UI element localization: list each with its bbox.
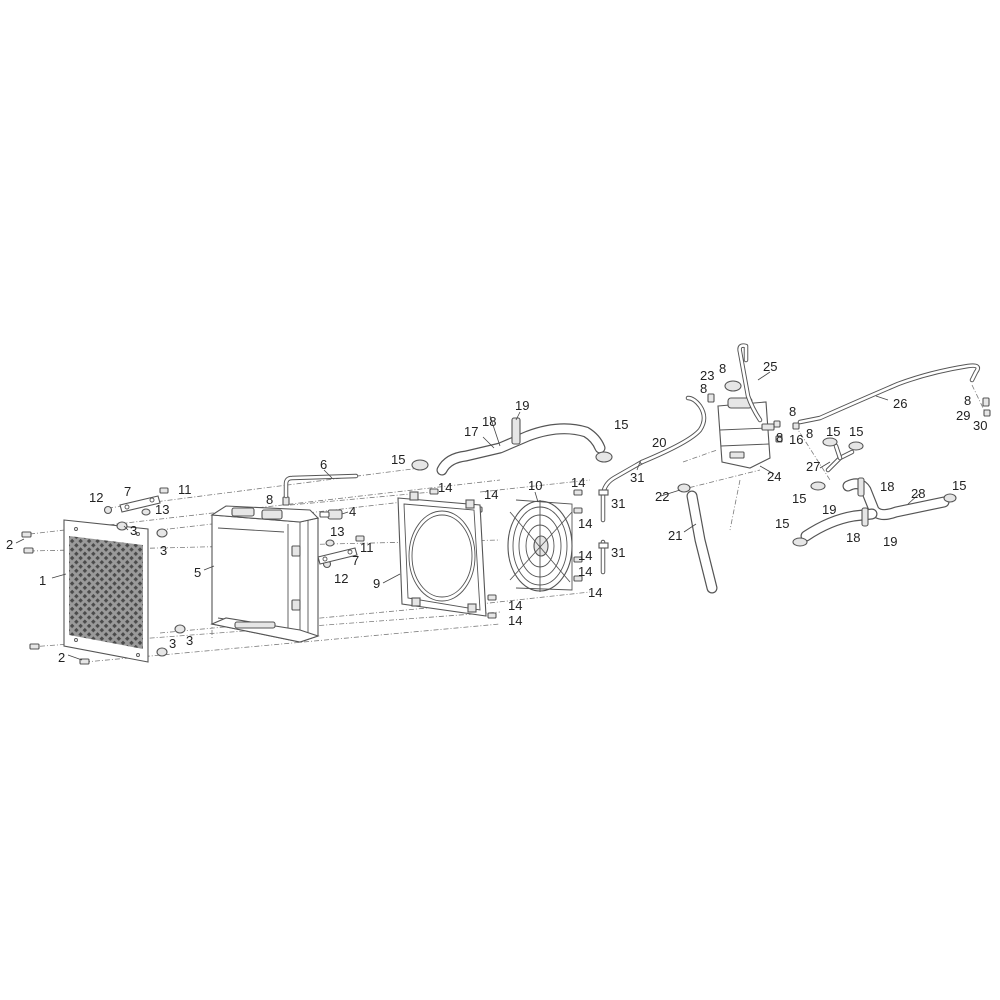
t-connector-27	[810, 437, 864, 491]
callout-11: 11	[360, 540, 374, 555]
callout-8: 8	[266, 492, 273, 507]
callout-24: 24	[767, 469, 781, 484]
callout-25: 25	[763, 359, 777, 374]
callout-14: 14	[571, 475, 585, 490]
callout-8: 8	[806, 426, 813, 441]
callout-7: 7	[352, 553, 359, 568]
callout-3: 3	[160, 543, 167, 558]
callout-15: 15	[775, 516, 789, 531]
callout-1: 1	[39, 573, 46, 588]
callout-5: 5	[194, 565, 201, 580]
callout-6: 6	[320, 457, 327, 472]
callout-14: 14	[508, 613, 522, 628]
callout-15: 15	[849, 424, 863, 439]
callout-15: 15	[614, 417, 628, 432]
callout-31: 31	[630, 470, 644, 485]
leader-lines	[15, 371, 920, 661]
fasteners	[21, 393, 991, 665]
small-hoses-31	[598, 459, 645, 575]
callout-31: 31	[611, 496, 625, 511]
lower-radiator-hoses	[792, 477, 957, 547]
upper-radiator-hose	[411, 417, 613, 476]
callout-19: 19	[822, 502, 836, 517]
overflow-hose-20	[639, 395, 707, 465]
callout-14: 14	[484, 487, 498, 502]
callout-29: 29	[956, 408, 970, 423]
callout-23: 23	[700, 368, 714, 383]
callout-13: 13	[330, 524, 344, 539]
cooling-fan-part	[507, 499, 573, 592]
callout-20: 20	[652, 435, 666, 450]
callout-14: 14	[508, 598, 522, 613]
callout-14: 14	[588, 585, 602, 600]
callout-19: 19	[515, 398, 529, 413]
callout-19: 19	[883, 534, 897, 549]
callout-8: 8	[700, 381, 707, 396]
callout-16: 16	[789, 432, 803, 447]
callout-13: 13	[155, 502, 169, 517]
callout-12: 12	[334, 571, 348, 586]
callout-8: 8	[776, 430, 783, 445]
temperature-sensor-part	[319, 509, 343, 520]
callout-30: 30	[973, 418, 987, 433]
callout-4: 4	[349, 504, 356, 519]
mesh-screen-part	[63, 519, 149, 663]
callout-10: 10	[528, 478, 542, 493]
hose-21	[686, 490, 718, 594]
expansion-tank-part	[717, 397, 775, 469]
callout-2: 2	[6, 537, 13, 552]
callout-31: 31	[611, 545, 625, 560]
callout-21: 21	[668, 528, 682, 543]
overflow-pipe-part	[283, 473, 359, 499]
callout-14: 14	[438, 480, 452, 495]
mounting-brackets	[119, 495, 358, 565]
callout-9: 9	[373, 576, 380, 591]
clamp-22	[677, 483, 691, 493]
callout-14: 14	[578, 564, 592, 579]
callout-15: 15	[792, 491, 806, 506]
callout-8: 8	[789, 404, 796, 419]
callout-22: 22	[655, 489, 669, 504]
callout-labels: 1 2 2 3 3 3 3 4 5 6 7 7 8 8 8 8 8 8 8 9 …	[6, 359, 987, 665]
callout-12: 12	[89, 490, 103, 505]
callout-15: 15	[952, 478, 966, 493]
callout-26: 26	[893, 396, 907, 411]
callout-15: 15	[826, 424, 840, 439]
callout-3: 3	[169, 636, 176, 651]
radiator-part	[210, 505, 320, 643]
callout-14: 14	[578, 548, 592, 563]
callout-15: 15	[391, 452, 405, 467]
callout-7: 7	[124, 484, 131, 499]
hose-25	[737, 343, 763, 423]
callout-8: 8	[964, 393, 971, 408]
callout-18: 18	[482, 414, 496, 429]
fan-shroud-part	[397, 491, 487, 617]
tank-cap-23	[724, 380, 742, 392]
callout-3: 3	[130, 523, 137, 538]
callout-11: 11	[178, 482, 192, 497]
callout-8: 8	[719, 361, 726, 376]
callout-28: 28	[911, 486, 925, 501]
callout-17: 17	[464, 424, 478, 439]
callout-3: 3	[186, 633, 193, 648]
callout-27: 27	[806, 459, 820, 474]
callout-2: 2	[58, 650, 65, 665]
callout-14: 14	[578, 516, 592, 531]
hose-26	[797, 363, 980, 425]
callout-18: 18	[880, 479, 894, 494]
callout-18: 18	[846, 530, 860, 545]
